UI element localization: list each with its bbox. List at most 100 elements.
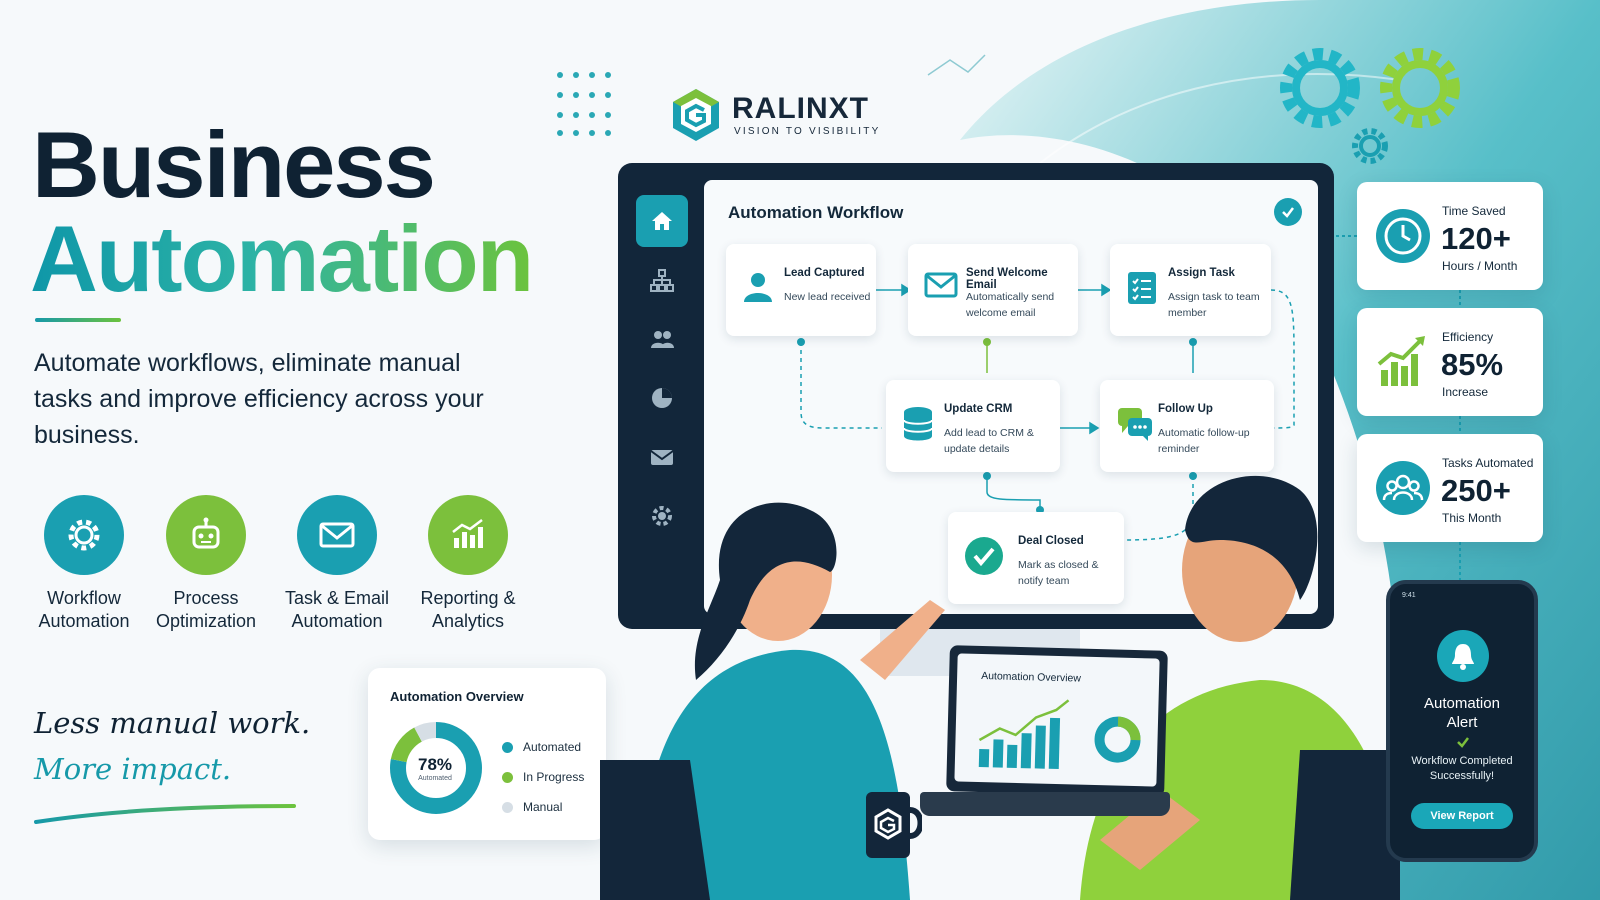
growth-chart-icon (1377, 336, 1425, 386)
node-description: Mark as closed & notify team (1018, 559, 1099, 587)
legend-item-in-progress: In Progress (502, 762, 584, 792)
workflow-node-assign-task[interactable]: Assign Task Assign task to team member (1110, 244, 1271, 336)
workflow-node-send-welcome-email[interactable]: Send Welcome Email Automatically send we… (908, 244, 1078, 336)
sidebar-item-settings[interactable] (636, 490, 688, 542)
stat-card-tasks-automated: Tasks Automated 250+ This Month (1357, 434, 1543, 542)
donut-segment-manual (390, 722, 482, 814)
legend-item-automated: Automated (502, 732, 584, 762)
stat-title: Efficiency (1442, 330, 1494, 344)
workflow-title: Automation Workflow (728, 203, 904, 222)
tagline-underline (34, 804, 296, 824)
dot-grid-decoration (557, 72, 611, 136)
workflow-node-follow-up[interactable]: Follow Up Automatic follow-up reminder (1100, 380, 1274, 472)
laptop-keyboard (920, 792, 1170, 816)
pie-chart-icon (652, 388, 672, 408)
stat-value: 250+ (1441, 473, 1511, 508)
laptop-screen: Automation Overview (946, 645, 1168, 797)
home-icon (652, 212, 672, 230)
feature-label: Reporting & Analytics (420, 588, 516, 631)
users-icon (651, 331, 674, 348)
database-icon (903, 407, 933, 441)
woman-figure (640, 502, 945, 900)
workflow-node-update-crm[interactable]: Update CRM Add lead to CRM & update deta… (886, 380, 1060, 472)
check-icon (1282, 207, 1294, 218)
laptop-dashboard: Automation Overview (954, 653, 1160, 787)
stat-title: Tasks Automated (1442, 456, 1534, 470)
hero-title-line1: Business (32, 112, 436, 217)
bar-chart-icon (428, 495, 508, 575)
feature-label: Workflow Automation (38, 588, 130, 631)
node-description: Automatic follow-up reminder (1158, 427, 1250, 455)
stat-value: 85% (1441, 347, 1504, 382)
laptop-chart (978, 699, 1141, 770)
overview-percent-label: Automated (418, 775, 452, 782)
node-title: Update CRM (944, 403, 1013, 415)
overview-legend: Automated In Progress Manual (502, 732, 584, 822)
team-icon (1376, 461, 1430, 515)
settings-icon (652, 506, 672, 526)
overview-title: Automation Overview (390, 689, 524, 704)
checklist-icon (1128, 272, 1156, 304)
workflow-node-deal-closed[interactable]: Deal Closed Mark as closed & notify team (948, 512, 1124, 604)
stat-value: 120+ (1441, 221, 1511, 256)
check-icon (1457, 737, 1469, 748)
tagline-line1: Less manual work. (34, 706, 311, 740)
gear-decoration-2 (1380, 48, 1460, 128)
brand-logo: RALINXT VISION TO VISIBILITY (670, 87, 880, 143)
g-hexagon-logo-icon (673, 89, 719, 141)
app-sidebar (634, 195, 690, 549)
person-icon (744, 273, 772, 302)
envelope-icon (924, 272, 958, 298)
sidebar-item-workflows[interactable] (636, 254, 688, 306)
tagline-line2: More impact. (34, 752, 232, 786)
chat-icon (1118, 408, 1152, 441)
workflow-status-check[interactable] (1274, 198, 1302, 226)
view-report-button[interactable]: View Report (1411, 803, 1513, 829)
gear-icon (44, 495, 124, 575)
node-title: Deal Closed (1018, 535, 1084, 547)
phone: 9:41 Automation Alert Workflow Completed… (1386, 580, 1538, 862)
org-chart-icon (650, 269, 674, 292)
sidebar-item-reports[interactable] (636, 372, 688, 424)
check-circle-icon (965, 537, 1003, 575)
node-description: New lead received (784, 291, 871, 303)
workflow-node-lead-captured[interactable]: Lead Captured New lead received (726, 244, 876, 336)
feature-process-optimization: Process Optimization (144, 495, 268, 633)
node-description: Assign task to team member (1168, 291, 1260, 319)
node-title: Lead Captured (784, 267, 865, 279)
stat-subtitle: This Month (1442, 511, 1502, 525)
legend-item-manual: Manual (502, 792, 584, 822)
sidebar-item-home[interactable] (636, 195, 688, 247)
stat-title: Time Saved (1442, 204, 1506, 218)
phone-alert-message: Workflow Completed Successfully! (1411, 755, 1513, 782)
hero-title-line2: Automation (30, 206, 534, 311)
feature-label: Process Optimization (155, 588, 257, 631)
gear-decoration-1 (1280, 48, 1360, 128)
stat-subtitle: Increase (1442, 385, 1489, 399)
feature-reporting-analytics: Reporting & Analytics (406, 495, 530, 633)
sidebar-item-team[interactable] (636, 313, 688, 365)
bell-icon (1437, 630, 1489, 682)
stat-subtitle: Hours / Month (1442, 259, 1518, 273)
phone-status-time: 9:41 (1402, 592, 1416, 599)
mail-icon (650, 450, 674, 465)
overview-donut-chart (390, 722, 482, 814)
feature-task-email-automation: Task & Email Automation (275, 495, 399, 633)
brand-name: RALINXT (732, 91, 869, 125)
stat-card-efficiency: Efficiency 85% Increase (1357, 308, 1543, 416)
overview-percent: 78% (417, 755, 453, 774)
feature-workflow-automation: Workflow Automation (22, 495, 146, 633)
node-description: Add lead to CRM & update details (944, 427, 1034, 455)
gear-decoration-3 (1352, 128, 1388, 164)
stat-card-time-saved: Time Saved 120+ Hours / Month (1357, 182, 1543, 290)
sidebar-item-mail[interactable] (636, 431, 688, 483)
envelope-icon (297, 495, 377, 575)
robot-icon (166, 495, 246, 575)
node-title: Follow Up (1158, 403, 1213, 415)
feature-list: Workflow Automation Process Optimization… (22, 495, 542, 645)
automation-overview-card: Automation Overview 78% Automated Automa… (368, 668, 606, 840)
tagline: Less manual work. More impact. (34, 700, 310, 792)
coffee-mug (866, 792, 922, 858)
feature-label: Task & Email Automation (284, 588, 390, 631)
brand-slogan: VISION TO VISIBILITY (734, 125, 881, 137)
